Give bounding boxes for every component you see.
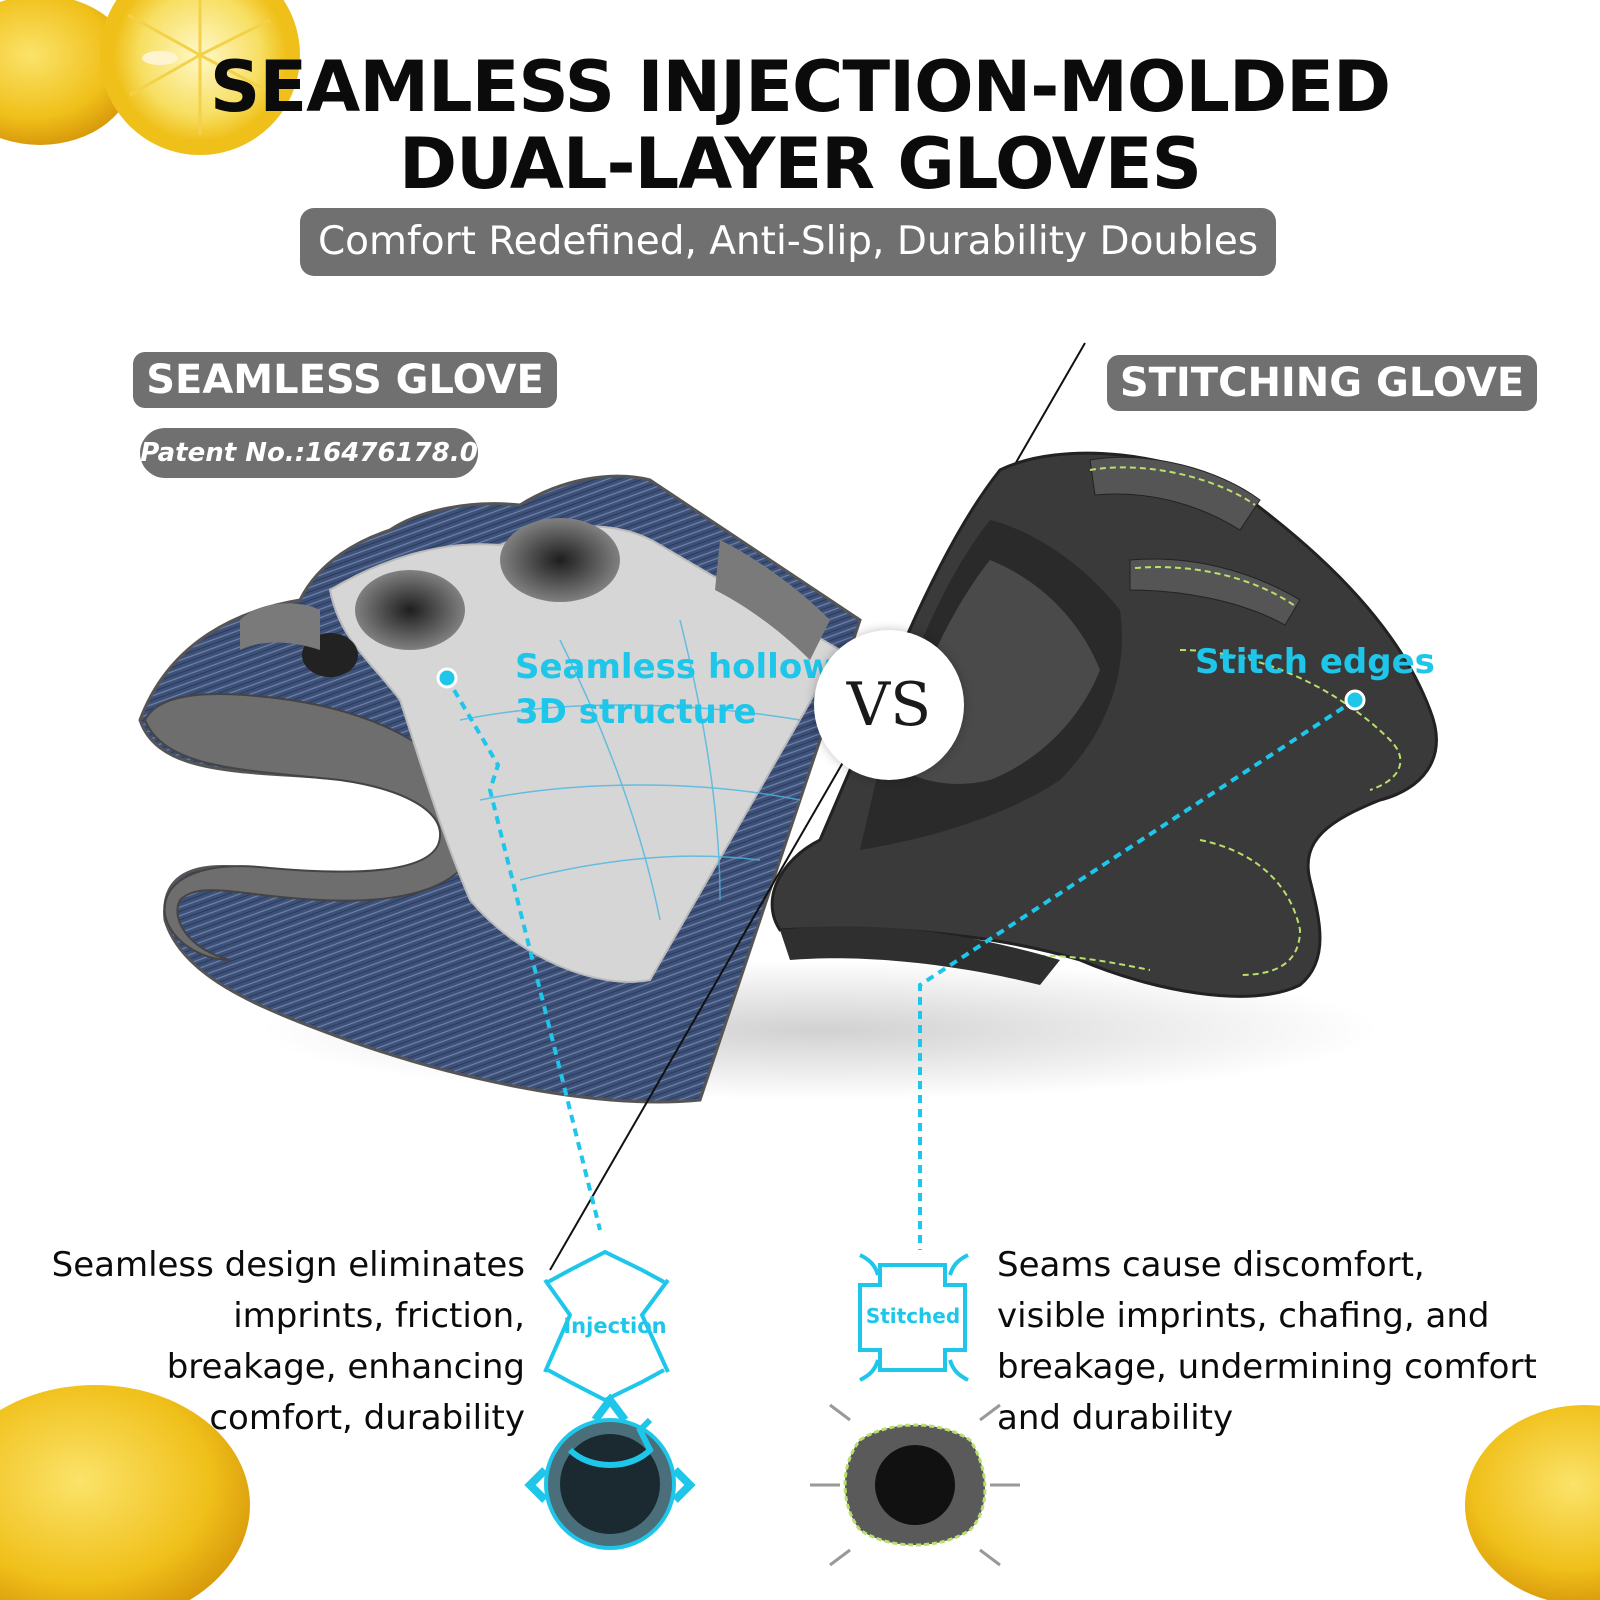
stitched-description-line: visible imprints, chafing, and [997, 1296, 1490, 1336]
lemon-bottom-right [1465, 1405, 1600, 1600]
stitch-callout: Stitch edges [1195, 642, 1435, 682]
seamless-cross-section-icon [524, 1393, 696, 1550]
injection-badge-label: Injection [563, 1314, 667, 1338]
seamless-callout-dot [436, 667, 458, 689]
seamless-glove-label: SEAMLESS GLOVE [133, 352, 557, 408]
stitched-badge-label: Stitched [865, 1304, 961, 1328]
seamless-callout-line-1: Seamless hollow [515, 647, 834, 687]
seamless-leader-line [445, 676, 602, 1231]
page-title-line-2: DUAL-LAYER GLOVES [398, 123, 1202, 205]
subtitle-pill: Comfort Redefined, Anti-Slip, Durability… [300, 208, 1276, 276]
seamless-description-line: imprints, friction, [233, 1296, 525, 1336]
stitched-description-line: breakage, undermining comfort [997, 1347, 1537, 1387]
patent-number-pill: Patent No.:16476178.0 [140, 428, 478, 478]
vs-badge: VS [814, 630, 964, 780]
seamless-description: Seamless design eliminates imprints, fri… [52, 1240, 525, 1444]
stitching-glove-label: STITCHING GLOVE [1107, 355, 1537, 411]
injection-hexagon-icon [543, 1249, 670, 1403]
stitch-leader-line [918, 698, 1357, 1250]
lemon-top-left [0, 0, 300, 155]
seamless-description-line: Seamless design eliminates [51, 1245, 525, 1285]
seamless-description-line: breakage, enhancing [166, 1347, 525, 1387]
stitch-callout-dot [1344, 689, 1366, 711]
stitched-cross-section-icon [810, 1403, 1020, 1567]
seamless-callout-line-2: 3D structure [515, 692, 757, 732]
seamless-description-line: comfort, durability [209, 1398, 525, 1438]
stitched-description-line: Seams cause discomfort, [997, 1245, 1425, 1285]
page-title-line-1: SEAMLESS INJECTION-MOLDED [209, 46, 1391, 128]
stitched-square-icon [858, 1253, 969, 1382]
lemon-bottom-left [0, 1385, 250, 1600]
stitched-glove-image [770, 451, 1438, 998]
seamless-glove-image [138, 474, 862, 1104]
stitched-description: Seams cause discomfort, visible imprints… [997, 1240, 1537, 1444]
stitched-description-line: and durability [997, 1398, 1234, 1438]
